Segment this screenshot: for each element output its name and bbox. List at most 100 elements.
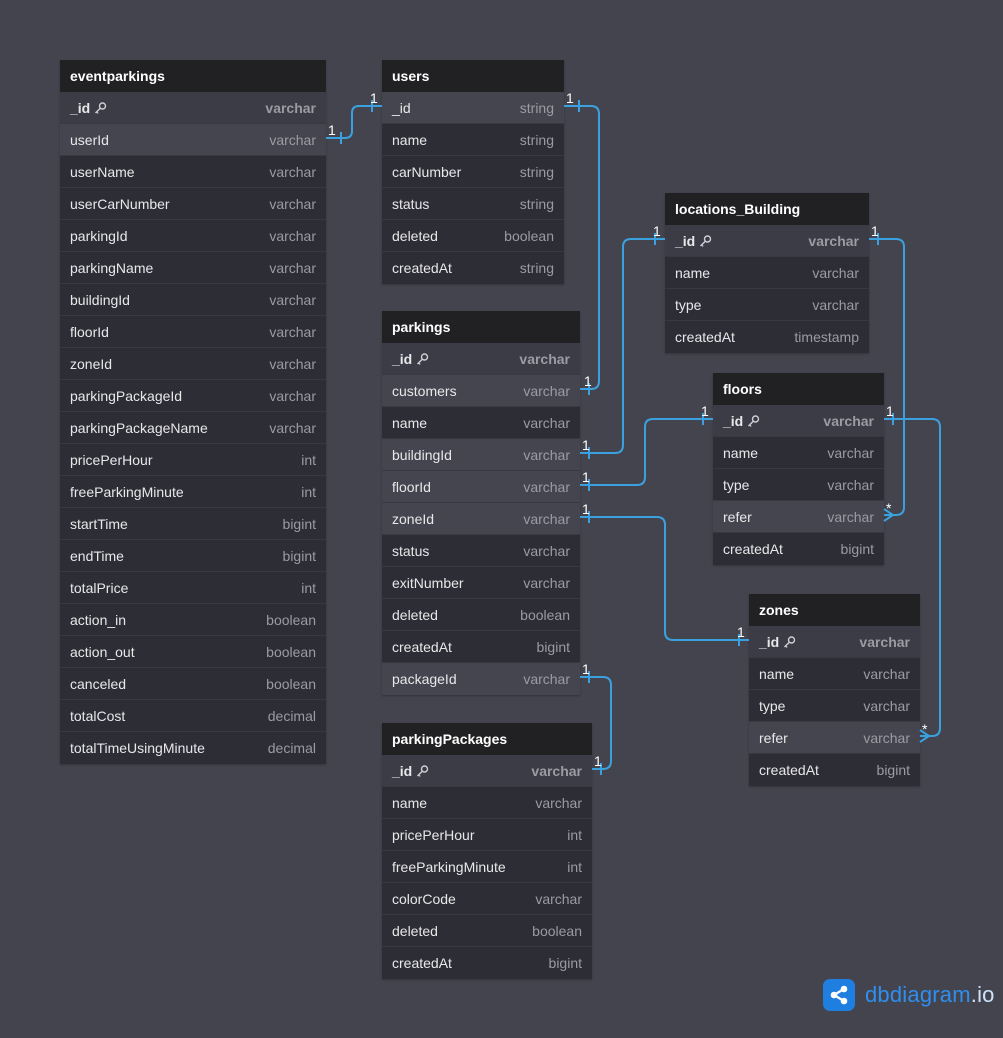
table-title[interactable]: zones [749,594,920,626]
field-type: bigint [282,515,316,532]
field-type: varchar [519,350,570,367]
field-type: int [301,579,316,596]
field-name-wrap: _id [392,100,411,116]
field-name-wrap: carNumber [392,164,461,180]
field-name-wrap: createdAt [392,639,452,655]
table-title[interactable]: parkingPackages [382,723,592,755]
field-name: userName [70,163,135,180]
field-name: userCarNumber [70,195,170,212]
table-title[interactable]: floors [713,373,884,405]
field-row[interactable]: totalPrice int [60,572,326,604]
field-type: varchar [863,665,910,682]
table-title[interactable]: eventparkings [60,60,326,92]
field-name: type [675,296,702,313]
field-name-wrap: totalPrice [70,580,128,596]
cardinality-label: 1 [871,223,879,239]
field-type: varchar [269,291,316,308]
field-name: createdAt [759,762,819,778]
key-icon [416,764,430,777]
field-name: _id [675,232,696,249]
table-title[interactable]: locations_Building [665,193,869,225]
relation-eventparkings-users[interactable]: 1 1 [326,90,382,144]
field-name: _id [70,99,91,116]
relation-parkings-floors[interactable]: 1 1 [580,403,713,491]
field-type: varchar [812,264,859,281]
table-title[interactable]: users [382,60,564,92]
field-name: action_out [70,643,135,660]
relation-parkings-locations-building[interactable]: 1 1 [580,223,665,459]
field-name-wrap: userCarNumber [70,196,170,212]
key-icon [783,635,797,648]
field-type: boolean [266,611,316,628]
table-title[interactable]: parkings [382,311,580,343]
brand-logo[interactable]: dbdiagram.io [823,979,995,1011]
cardinality-label: 1 [737,624,745,640]
